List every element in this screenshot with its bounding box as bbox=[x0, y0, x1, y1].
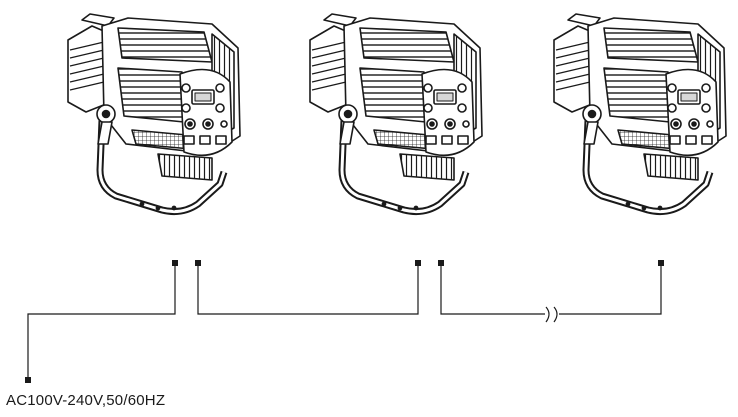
fixtures bbox=[68, 14, 726, 212]
power-cables bbox=[27, 263, 662, 380]
fixture-1-power-out bbox=[195, 260, 201, 266]
fixture-2-power-out bbox=[438, 260, 444, 266]
fixture-3-power-in bbox=[658, 260, 664, 266]
connector-terminals bbox=[25, 260, 664, 383]
spotlight-drawing bbox=[554, 14, 726, 212]
mains-plug bbox=[25, 377, 31, 383]
spotlight-drawing bbox=[68, 14, 240, 212]
link-cable-1-2 bbox=[197, 263, 419, 315]
link-cable-2-3-tail bbox=[559, 263, 662, 315]
fixture-2-power-in bbox=[415, 260, 421, 266]
fixture-1 bbox=[68, 14, 240, 212]
link-cable-2-3 bbox=[440, 263, 545, 315]
power-supply-label: AC100V-240V,50/60HZ bbox=[6, 392, 166, 409]
cable-break-symbol bbox=[545, 306, 558, 323]
spotlight-drawing bbox=[310, 14, 482, 212]
fixture-1-power-in bbox=[172, 260, 178, 266]
fixture-2 bbox=[310, 14, 482, 212]
mains-cable bbox=[27, 263, 176, 380]
fixture-3 bbox=[554, 14, 726, 212]
